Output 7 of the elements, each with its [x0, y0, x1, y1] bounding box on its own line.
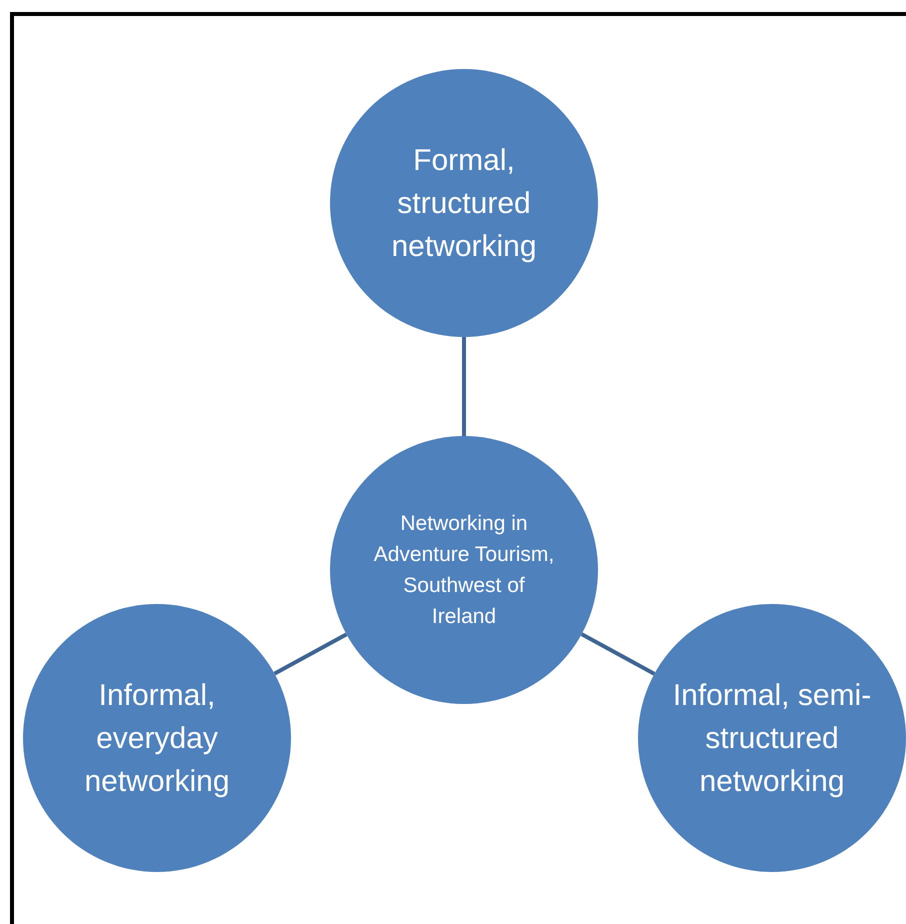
- connector-line: [580, 632, 656, 676]
- connector-line: [274, 632, 348, 676]
- node-label: Informal, everyday networking: [83, 678, 231, 800]
- node-label: Formal, structured networking: [390, 142, 538, 264]
- connector-line: [462, 337, 466, 436]
- node-label: Informal, semi-structured networking: [672, 678, 872, 800]
- node-label: Networking in Adventure Tourism, Southwest of Ireland: [372, 511, 556, 630]
